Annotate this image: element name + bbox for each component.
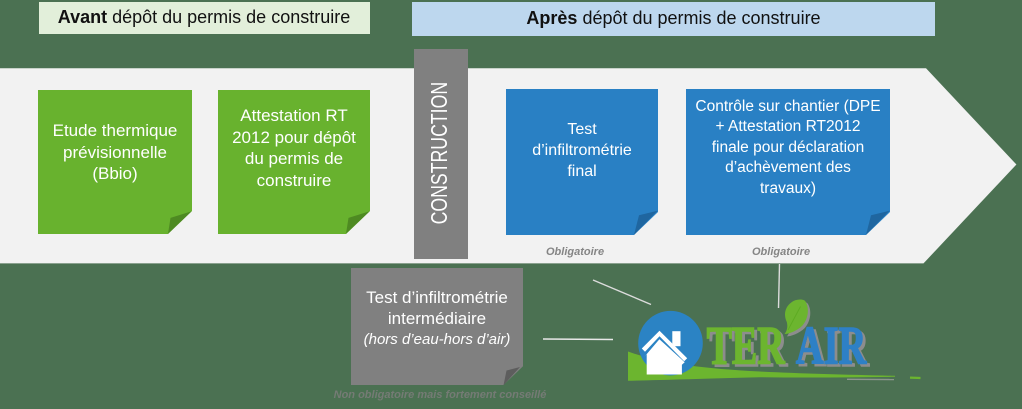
svg-text:AIR: AIR <box>799 318 870 378</box>
svg-text:CONSTRUCTION: CONSTRUCTION <box>426 82 452 225</box>
svg-text:AIR: AIR <box>796 315 867 375</box>
svg-text:TER: TER <box>707 315 786 375</box>
svg-text:TER: TER <box>709 318 788 378</box>
